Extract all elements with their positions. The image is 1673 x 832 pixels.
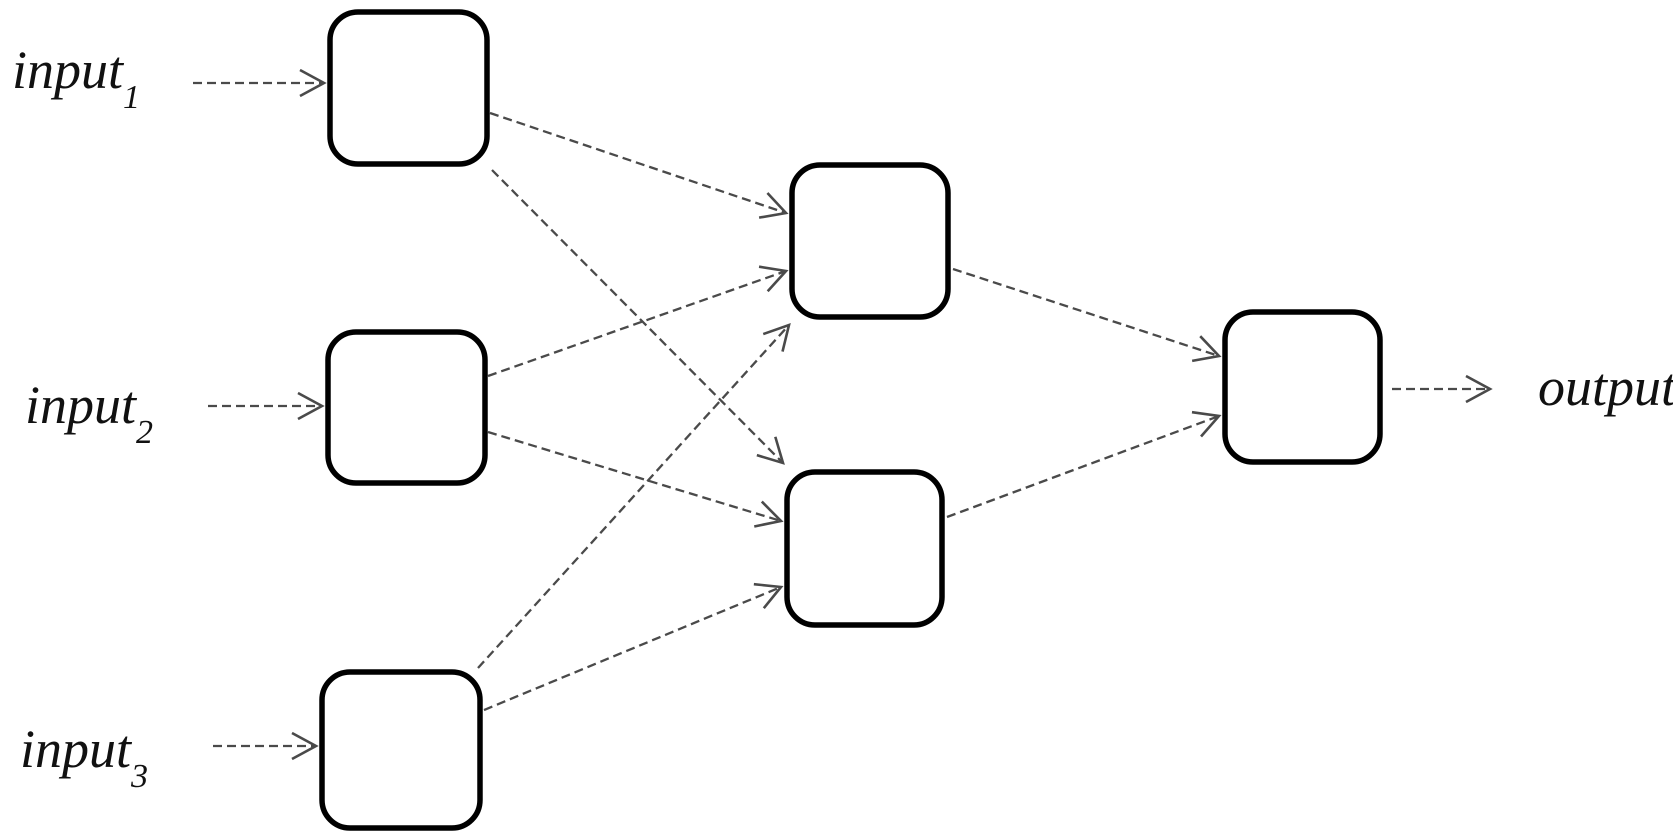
label-output-text: output — [1538, 357, 1673, 417]
node-input-node-2 — [325, 329, 488, 486]
label-output: output — [1538, 357, 1673, 417]
label-input3-subscript: 3 — [130, 758, 148, 795]
edge-hidden-node-2-to-output-node — [946, 410, 1222, 519]
edge-input-node-1-to-hidden-node-2 — [491, 169, 785, 465]
edge-input-node-2-to-hidden-node-1 — [487, 265, 789, 378]
label-input2: input2 — [25, 375, 153, 451]
label-input1-text: input — [12, 40, 125, 100]
node-hidden-node-2 — [784, 469, 945, 628]
label-input3: input3 — [20, 719, 148, 795]
node-input-node-3 — [319, 669, 483, 831]
label-input2-subscript: 2 — [136, 414, 153, 451]
edge-input-node-1-to-hidden-node-1 — [489, 111, 789, 219]
node-output-node — [1222, 309, 1383, 465]
node-hidden-node-1 — [789, 162, 951, 320]
label-input1-subscript: 1 — [123, 79, 140, 116]
edge-input-node-3-to-hidden-node-2 — [483, 582, 784, 712]
label-input3-text: input — [20, 719, 133, 779]
node-input-node-1 — [327, 9, 490, 167]
edge-input-node-2-to-hidden-node-2 — [487, 430, 784, 528]
label-input2-text: input — [25, 375, 138, 435]
label-input1: input1 — [12, 40, 140, 116]
edge-hidden-node-1-to-output-node — [952, 267, 1222, 363]
edge-input-node-3-to-hidden-node-1 — [477, 322, 791, 669]
